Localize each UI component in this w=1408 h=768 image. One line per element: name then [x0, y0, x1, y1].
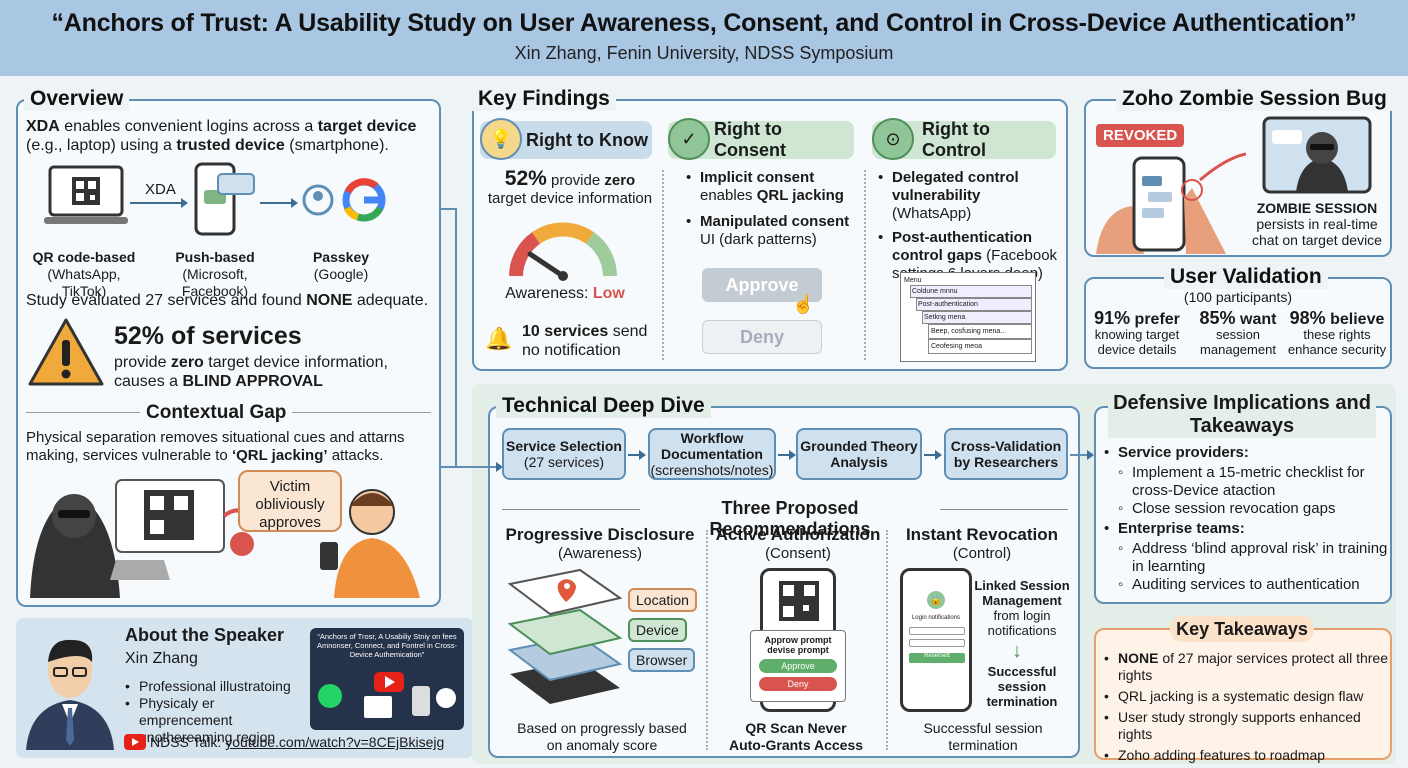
recommendations-title: Three Proposed Recommendations	[640, 498, 940, 540]
victim-bubble: Victim obliviously approves	[238, 470, 342, 532]
stat-52-services: 52% of services	[114, 322, 302, 350]
cursor-icon: ☝	[792, 294, 815, 314]
laptop-qr-icon	[44, 165, 128, 224]
rec-3-caption: Successful session termination	[923, 720, 1043, 753]
layered-cards-illustration	[507, 568, 623, 704]
key-findings-title: Key Findings	[472, 87, 616, 111]
rec-instant-revocation: Instant Revocation(Control)	[905, 525, 1059, 563]
rec-progressive-disclosure: Progressive Disclosure(Awareness)	[505, 525, 695, 563]
awareness-gauge	[509, 222, 617, 281]
rec-active-authorization: Active Authorization(Consent)	[715, 525, 881, 563]
col-divider	[662, 170, 664, 360]
prompt-deny-button[interactable]: Deny	[759, 677, 837, 691]
tag-location: Location	[628, 588, 697, 612]
prompt-approve-button[interactable]: Approve	[759, 659, 837, 673]
contextual-gap-text: Physical separation removes situational …	[26, 429, 405, 464]
lightbulb-icon: 💡	[480, 118, 522, 160]
bell-icon: 🔔	[485, 326, 513, 351]
down-arrow-icon: ↓	[1012, 640, 1022, 662]
page-title: “Anchors of Trust: A Usability Study on …	[51, 9, 1357, 37]
flow-workflow-doc: Workflow Documentation(screenshots/notes…	[648, 428, 776, 480]
user-validation-title: User Validation	[1164, 265, 1328, 289]
qr-code-icon	[779, 581, 819, 621]
xda-arrow	[130, 198, 188, 208]
blind-approval-text: provide zero target device information,c…	[114, 354, 388, 390]
zoho-title: Zoho Zombie Session Bug	[1116, 87, 1393, 111]
revoked-badge: REVOKED	[1096, 124, 1185, 147]
consent-hand-icon: ✓	[668, 118, 710, 160]
study-summary: Study evaluated 27 services and found NO…	[26, 292, 429, 309]
phone-reset-button[interactable]: Resersett	[909, 653, 965, 663]
key-takeaways-list: NONE of 27 major services protect all th…	[1104, 650, 1388, 764]
connector-line	[441, 208, 457, 468]
speaker-title: About the Speaker	[125, 625, 285, 645]
method-passkey: Passkey(Google)	[312, 249, 370, 282]
rec-2-caption: QR Scan Never Auto-Grants Access	[728, 720, 864, 753]
flow-arrow	[924, 450, 942, 460]
phone-hand-illustration	[1096, 152, 1246, 254]
qrl-jacking-illustration	[30, 479, 420, 598]
col-divider	[864, 170, 866, 360]
speaker-avatar	[26, 639, 114, 750]
lock-icon: 🔒	[927, 591, 945, 609]
page-subtitle: Xin Zhang, Fenin University, NDSS Sympos…	[514, 43, 894, 63]
flow-grounded-theory: Grounded Theory Analysis	[796, 428, 922, 480]
overview-intro: XDA enables convenient logins across a t…	[26, 118, 417, 154]
youtube-icon	[124, 734, 146, 750]
overview-title: Overview	[24, 87, 130, 111]
connector-arrow	[1070, 450, 1094, 460]
talk-thumbnail[interactable]: “Anchors of Trosr, A Usabiliy Stniy on f…	[310, 628, 464, 730]
termination-text: Successful session termination	[986, 664, 1058, 709]
col-divider	[706, 530, 708, 750]
talk-link[interactable]: NDSS Talk: youtube.com/watch?v=8CEjBkise…	[150, 734, 445, 750]
xda-label: XDA	[145, 181, 176, 198]
steering-wheel-icon: ⊙	[872, 118, 914, 160]
deep-dive-title: Technical Deep Dive	[496, 394, 711, 418]
approve-prompt: Approw prompt devise prompt Approve Deny	[750, 630, 846, 702]
connector-arrow	[441, 462, 503, 472]
warning-icon	[28, 318, 104, 386]
defensive-list: Service providers: Implement a 15-metric…	[1104, 444, 1388, 594]
passkey-google-icon	[302, 178, 386, 222]
contextual-gap-title: Contextual Gap	[140, 402, 293, 424]
zombie-session-icon	[1262, 116, 1372, 194]
speaker-bullets: Professional illustratoingPhysicaly er e…	[125, 678, 305, 746]
flow-arrow	[628, 450, 646, 460]
tag-device: Device	[628, 618, 687, 642]
approve-button[interactable]: Approve	[702, 268, 822, 302]
method-qr: QR code-based(WhatsApp, TikTok)	[32, 249, 136, 299]
participants-label: (100 participants)	[1183, 289, 1293, 305]
deny-button[interactable]: Deny	[702, 320, 822, 354]
header: “Anchors of Trust: A Usability Study on …	[0, 0, 1408, 76]
flow-arrow	[778, 450, 796, 460]
method-push: Push-based(Microsoft, Facebook)	[175, 249, 255, 299]
flow-cross-validation: Cross-Validation by Researchers	[944, 428, 1068, 480]
speaker-name: Xin Zhang	[125, 650, 198, 667]
revocation-phone: 🔒 Login notifications Resersett	[900, 568, 972, 712]
rec-1-caption: Based on progressly based on anomaly sco…	[517, 720, 687, 753]
push-arrow	[260, 198, 298, 208]
awareness-label: Awareness: Low	[505, 285, 625, 302]
tag-browser: Browser	[628, 648, 696, 672]
phone-push-icon	[194, 162, 255, 236]
key-takeaways-title: Key Takeaways	[1170, 616, 1314, 642]
flow-service-selection: Service Selection(27 services)	[502, 428, 626, 480]
user-validation-panel	[1084, 277, 1392, 369]
app-icons	[318, 672, 456, 718]
nested-menus: Menu Coldune mnnu Post-authentication Se…	[900, 272, 1036, 362]
col-divider	[886, 530, 888, 750]
